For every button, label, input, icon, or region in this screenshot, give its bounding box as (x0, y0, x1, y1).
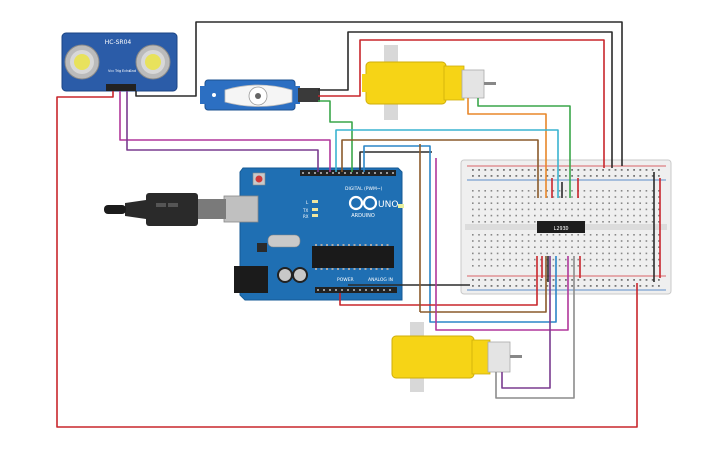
wire-motor-bottom-gray (495, 256, 575, 399)
wire-brown-top (341, 139, 539, 198)
arduino-logo: ARDUINO (348, 195, 378, 219)
wire-motor-top-orange (467, 98, 547, 198)
driver-ic-label: L293D (553, 226, 568, 232)
hc-sr04-sensor[interactable]: HC-SR04 Vcc Trig Echo Gnd (61, 32, 178, 92)
analog-in-label: ANALOG IN (368, 277, 393, 283)
rx-label: RX (303, 214, 309, 219)
l-led-label: L (306, 200, 309, 205)
digital-pins-label: DIGITAL (PWM~) (345, 186, 383, 192)
tx-label: TX (302, 208, 308, 213)
board-model-label: UNO (378, 200, 398, 210)
wire-brown-bottom (420, 256, 547, 313)
wire-motor-bottom-purple (501, 256, 551, 389)
wire-motor-top-green (477, 98, 571, 198)
wire-servo-red (318, 39, 605, 168)
sensor-pin-labels: Vcc Trig Echo Gnd (108, 69, 136, 73)
wire-black-gnd-top (135, 21, 623, 166)
dc-motor-top[interactable] (362, 45, 496, 120)
wire-magenta-bottom (435, 158, 569, 331)
usb-cable (104, 193, 198, 226)
wire-servo-signal (318, 100, 353, 172)
power-label: POWER (337, 277, 354, 283)
sensor-model-label: HC-SR04 (105, 39, 132, 46)
wire-purple-echo (126, 91, 319, 172)
sensor-pin-echo: Echo (122, 69, 131, 73)
wire-cyan (335, 129, 559, 198)
wire-magenta-trig (119, 91, 331, 172)
wire-servo-black (318, 31, 613, 168)
wires (56, 21, 661, 428)
sensor-pin-trig: Trig (114, 69, 121, 73)
l293d-driver-ic[interactable]: L293D (537, 221, 585, 233)
servo-motor[interactable] (200, 79, 320, 111)
sensor-pin-vcc: Vcc (108, 69, 114, 73)
dc-motor-bottom[interactable] (391, 322, 522, 392)
sensor-pin-gnd: Gnd (129, 69, 136, 73)
wire-red-vcc (56, 91, 638, 428)
arduino-logo-text: ARDUINO (351, 213, 375, 219)
wire-blue-top (363, 145, 557, 323)
arduino-uno-board[interactable]: ARDUINO UNO DIGITAL (PWM~) POWER ANALOG … (196, 167, 404, 301)
wire-red-5v (339, 256, 538, 306)
wire-black-board-top (359, 151, 432, 172)
